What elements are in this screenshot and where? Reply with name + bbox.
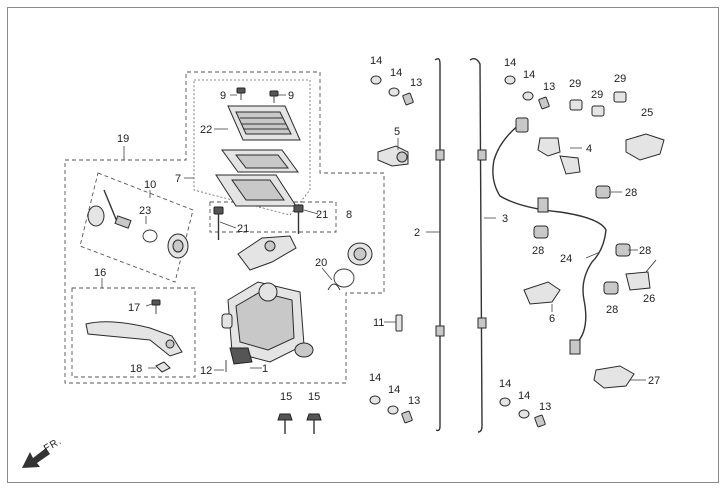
callout-label: 7 bbox=[175, 173, 181, 185]
callout-label: 13 bbox=[543, 81, 555, 93]
callout-label: 27 bbox=[648, 375, 660, 387]
callout-labels: 1 2 3 4 5 6 7 8 9 9 10 11 12 13 13 13 13… bbox=[94, 55, 660, 413]
direction-label: FR. bbox=[42, 436, 64, 455]
speed-sensor-part bbox=[593, 365, 635, 389]
bracket-26-part bbox=[625, 259, 657, 291]
callout-label: 21 bbox=[316, 209, 328, 221]
callout-label: 14 bbox=[523, 69, 535, 81]
callout-label: 4 bbox=[586, 143, 592, 155]
callout-label: 11 bbox=[373, 317, 384, 329]
callout-label: 29 bbox=[614, 73, 626, 85]
callout-label: 2 bbox=[414, 227, 420, 239]
diaphragm-plate-part bbox=[215, 174, 297, 207]
callout-label: 29 bbox=[569, 78, 581, 90]
washer-bolt-set-top-left bbox=[370, 75, 414, 106]
bracket-25-part bbox=[625, 133, 665, 161]
sensor-harness-part bbox=[492, 117, 607, 355]
callout-label: 23 bbox=[139, 205, 151, 217]
reservoir-cover-part bbox=[227, 105, 301, 141]
callout-label: 6 bbox=[549, 313, 555, 325]
assembly-16-outline bbox=[71, 287, 196, 378]
front-direction-arrow-icon bbox=[22, 448, 50, 468]
diaphragm-part bbox=[221, 149, 299, 173]
piston-kit-part bbox=[87, 189, 189, 259]
callout-label: 28 bbox=[532, 245, 544, 257]
callout-label: 29 bbox=[591, 89, 603, 101]
callout-label: 15 bbox=[280, 391, 292, 403]
callout-label: 24 bbox=[560, 253, 572, 265]
callout-label: 21 bbox=[237, 223, 249, 235]
callout-label: 16 bbox=[94, 267, 106, 279]
callout-label: 22 bbox=[200, 124, 212, 136]
callout-label: 17 bbox=[128, 302, 140, 314]
cable-clamp-5-part bbox=[377, 145, 409, 167]
cable-2-part bbox=[434, 57, 445, 432]
callout-label: 5 bbox=[394, 126, 400, 138]
callout-label: 8 bbox=[346, 209, 352, 221]
callout-label: 14 bbox=[499, 378, 511, 390]
bushing-part bbox=[569, 91, 627, 117]
clamp-bolt-part bbox=[213, 204, 304, 240]
callout-label: 14 bbox=[504, 57, 516, 69]
clamp-holder-part bbox=[237, 235, 297, 271]
clamp-4-part bbox=[537, 137, 581, 175]
callout-label: 26 bbox=[643, 293, 655, 305]
brake-lever-part bbox=[85, 321, 183, 357]
cover-screw-part bbox=[236, 87, 279, 103]
callout-label: 10 bbox=[144, 179, 156, 191]
callout-label: 12 bbox=[200, 365, 212, 377]
callout-label: 1 bbox=[262, 363, 268, 375]
leader-lines bbox=[101, 94, 646, 381]
washer-bolt-set-bottom-right bbox=[499, 397, 546, 428]
callout-label: 20 bbox=[315, 257, 327, 269]
callout-label: 19 bbox=[117, 133, 129, 145]
callout-label: 14 bbox=[370, 55, 382, 67]
diagram-frame bbox=[7, 7, 719, 483]
washer-bolt-set-bottom-left bbox=[369, 395, 413, 424]
callout-label: 9 bbox=[288, 90, 294, 102]
callout-label: 14 bbox=[390, 67, 402, 79]
callout-label: 18 bbox=[130, 363, 142, 375]
bracket-6-part bbox=[523, 281, 561, 305]
callout-label: 14 bbox=[369, 372, 381, 384]
lever-screw-part bbox=[151, 299, 161, 314]
cable-3-part bbox=[469, 57, 487, 433]
callout-label: 3 bbox=[502, 213, 508, 225]
grommet-part bbox=[533, 185, 631, 295]
assembly-19-outline bbox=[64, 71, 385, 384]
callout-label: 28 bbox=[639, 245, 651, 257]
assembly-7-outline bbox=[193, 79, 311, 216]
brake-switch-part bbox=[225, 347, 253, 372]
callout-label: 14 bbox=[388, 384, 400, 396]
mounting-bolt-part bbox=[277, 413, 322, 434]
callout-label: 15 bbox=[308, 391, 320, 403]
pin-part bbox=[395, 314, 403, 332]
callout-label: 13 bbox=[410, 77, 422, 89]
callout-label: 28 bbox=[625, 187, 637, 199]
washer-bolt-set-top-right bbox=[504, 75, 550, 110]
callout-label: 28 bbox=[606, 304, 618, 316]
callout-label: 13 bbox=[539, 401, 551, 413]
callout-label: 14 bbox=[518, 390, 530, 402]
callout-label: 9 bbox=[220, 90, 226, 102]
dust-boot-part bbox=[327, 242, 373, 291]
lever-nut-part bbox=[155, 361, 171, 373]
callout-label: 13 bbox=[408, 395, 420, 407]
callout-label: 25 bbox=[641, 107, 653, 119]
assembly-10-outline bbox=[79, 172, 194, 283]
master-cylinder-body-part bbox=[221, 281, 314, 363]
